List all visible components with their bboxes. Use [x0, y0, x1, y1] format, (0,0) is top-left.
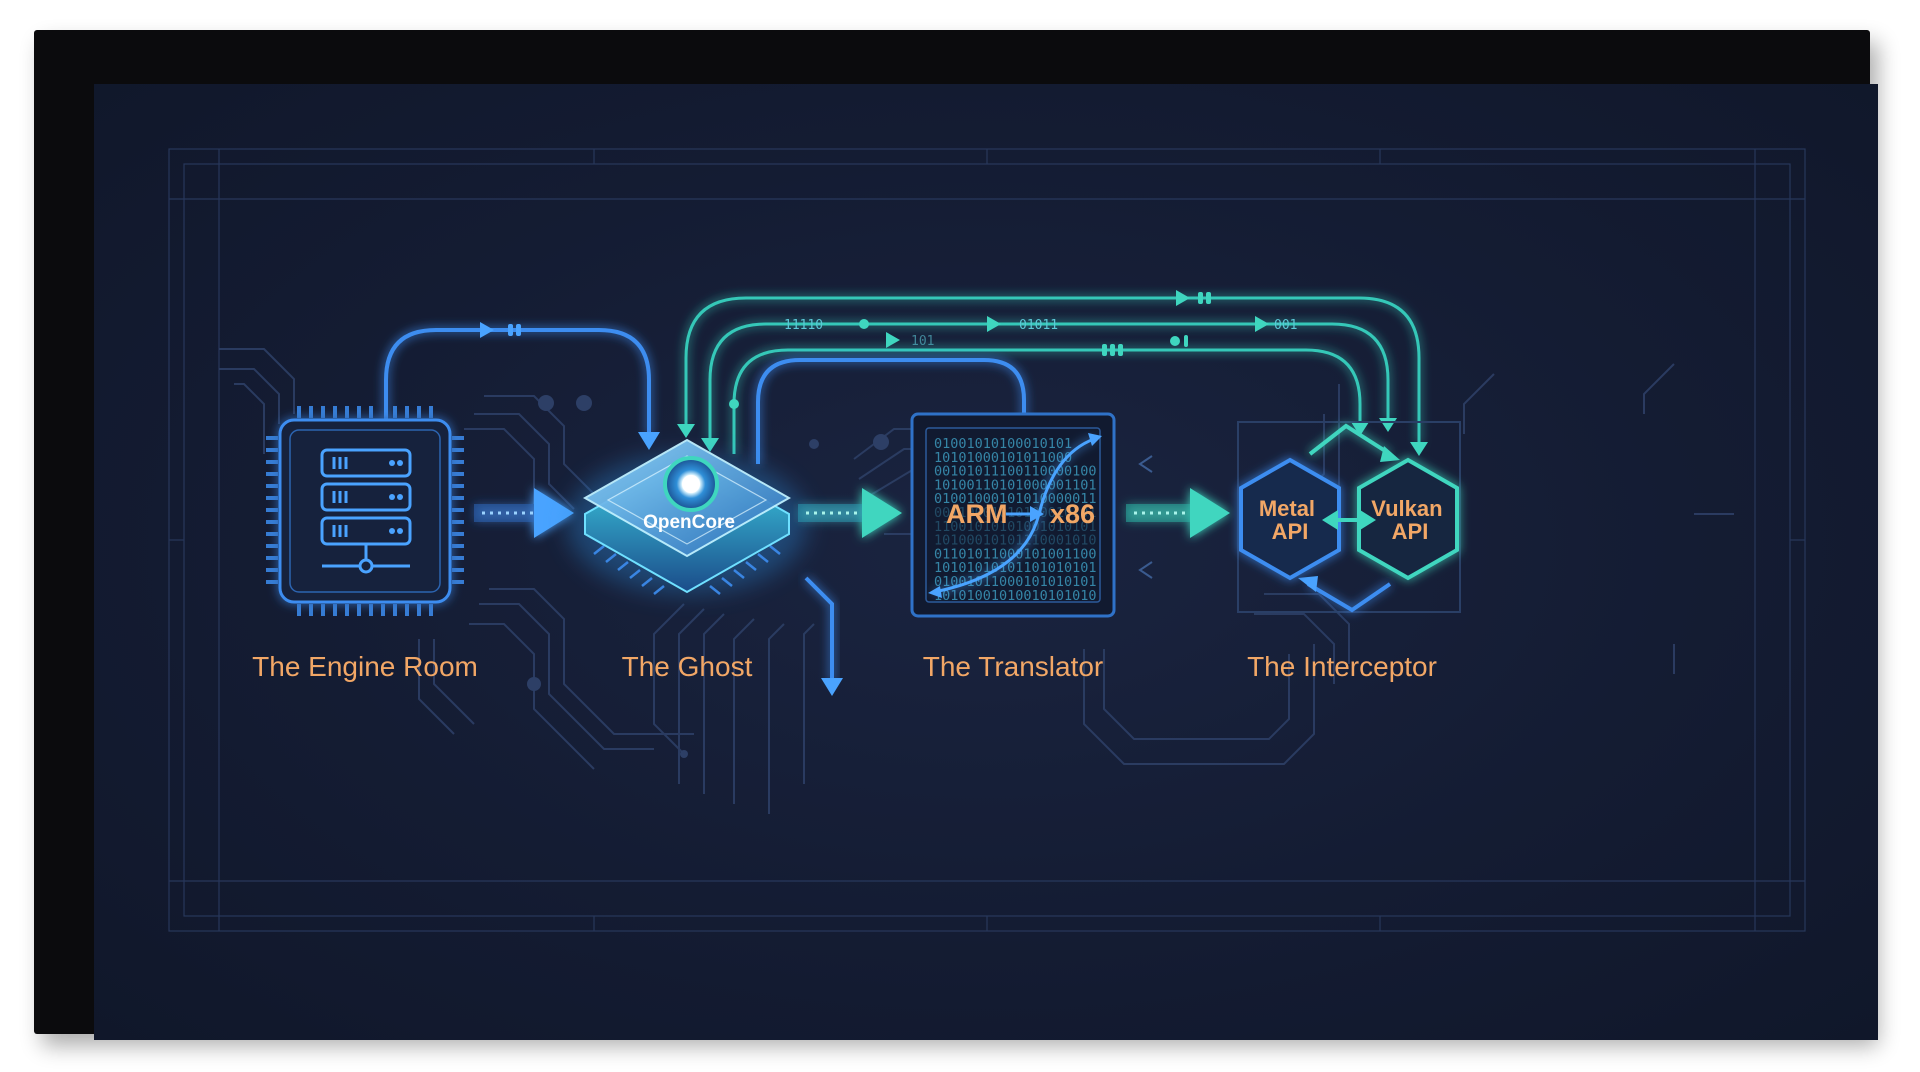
bus-bits-label: 101: [911, 334, 934, 349]
vulkan-api-hexagon: [1357, 457, 1459, 581]
vulkan-api-label: Vulkan API: [1371, 496, 1448, 544]
stage-title-interceptor: The Interceptor: [1247, 651, 1437, 682]
pipeline-diagram: 11110 101 01011 001: [168, 148, 1806, 932]
top-data-bus: [684, 296, 1421, 454]
bidirectional-arrow: [1322, 510, 1376, 530]
diagram-board: 11110 101 01011 001: [94, 84, 1878, 1040]
translation-curve-arrowheads: [928, 433, 1102, 598]
binary-row: 01001011000101010101: [934, 574, 1097, 590]
interceptor-frame: [1237, 421, 1461, 613]
x86-label: x86: [1050, 499, 1095, 529]
opencore-chip-label: OpenCore: [643, 512, 735, 533]
stage-title-translator: The Translator: [923, 651, 1104, 682]
picture-frame: 11110 101 01011 001: [34, 30, 1878, 1040]
binary-row: 01001010100010101: [934, 436, 1072, 452]
arm-to-x86-arrow: [1006, 506, 1044, 522]
binary-row: 10101001010010101010: [934, 588, 1097, 604]
bus-bits-label: 001: [1274, 318, 1297, 333]
top-bus-dots: [729, 292, 1211, 409]
interceptor-cycle-arrowheads: [1298, 446, 1400, 592]
blueprint-border: [168, 148, 1806, 932]
flow-arrow-engine-to-ghost: [474, 488, 574, 538]
binary-row: 01001000101010000011: [934, 491, 1097, 507]
binary-row: 00101011100110000100: [934, 464, 1097, 480]
down-exit-arrowhead: [821, 678, 843, 696]
circuit-vias: [527, 395, 889, 758]
binary-row: 10100110101000001101: [934, 477, 1097, 493]
ghost-to-translator-loop: [756, 358, 1026, 464]
metal-api-hexagon: [1239, 457, 1341, 581]
binary-row: 10100010101110001010: [934, 533, 1097, 549]
binary-row: 11001010101001010101: [934, 519, 1097, 535]
stage-title-engine-room: The Engine Room: [252, 651, 478, 682]
binary-row: 10101000101011000: [934, 450, 1072, 466]
arm-label: ARM: [946, 499, 1008, 529]
engine-loop-arrowheads: [480, 322, 660, 450]
binary-matrix: 0100101010001010110101000101011000001010…: [934, 436, 1097, 604]
translator-side-markers: [1138, 455, 1153, 579]
flow-arrow-translator-to-interceptor: [1126, 488, 1230, 538]
opencore-eye-icon: [663, 456, 719, 512]
stage-title-ghost: The Ghost: [622, 651, 753, 682]
interceptor-cycle-arrows: [1306, 423, 1392, 613]
server-status-lights: [389, 460, 403, 534]
metal-api-label: Metal API: [1259, 496, 1321, 544]
bus-bits-label: 01011: [1019, 318, 1058, 333]
flow-arrow-ghost-to-translator: [798, 488, 902, 538]
ghost-down-exit: [804, 576, 834, 682]
server-rack-icon: [320, 448, 412, 574]
bus-bits-label: 11110: [784, 318, 823, 333]
binary-row: 10101010101101010101: [934, 560, 1097, 576]
